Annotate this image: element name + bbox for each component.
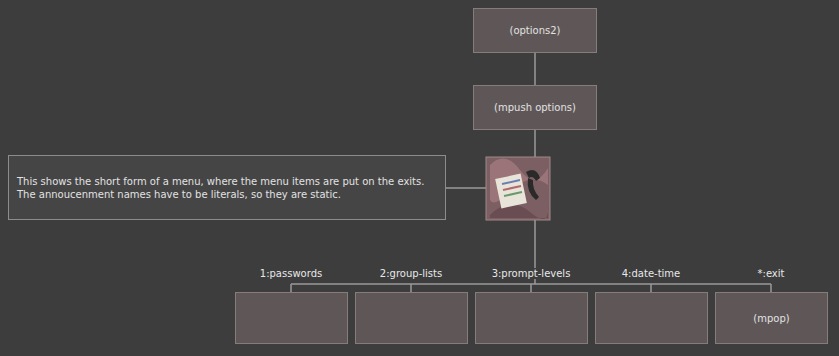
box-label: (options2) [510,25,561,36]
wire [290,284,292,292]
wire [534,130,536,157]
text-stack: (mpop) [753,313,789,324]
wire [530,284,532,292]
icon-card-line [503,186,521,190]
exit-label: 1:passwords [257,268,325,279]
note-text: This shows the short form of a menu, whe… [17,175,437,201]
exit-label: 3:prompt-levels [489,268,574,279]
leader-line [446,187,486,189]
exit-label: 2:group-lists [377,268,445,279]
note-box: This shows the short form of a menu, whe… [8,155,446,220]
process-box: (mpush options) [473,85,597,130]
box-label: (mpop) [753,313,789,324]
box-label: (mpush options) [494,102,576,113]
text-stack: This shows the short form of a menu, whe… [17,175,437,201]
icon-card-line [504,192,522,196]
wire [410,284,412,292]
icon-phone [528,178,539,200]
empty-box [236,293,348,344]
empty-box [596,293,708,344]
connector [534,53,536,85]
icon-card [495,174,527,209]
wire [770,284,772,292]
empty-box [356,293,468,344]
process-box: (options2) [473,8,597,53]
icon-swirl [490,204,548,219]
text-stack: (options2) [510,25,561,36]
exit-label: 4:date-time [619,268,683,279]
empty-box [476,293,588,344]
process-box: (mpop) [715,292,828,344]
icon-frame [486,157,550,220]
wire [650,284,652,292]
menu-icon [486,157,550,220]
exit-label: *:exit [755,268,788,279]
icon-card-line [502,180,520,184]
text-stack: (mpush options) [494,102,576,113]
